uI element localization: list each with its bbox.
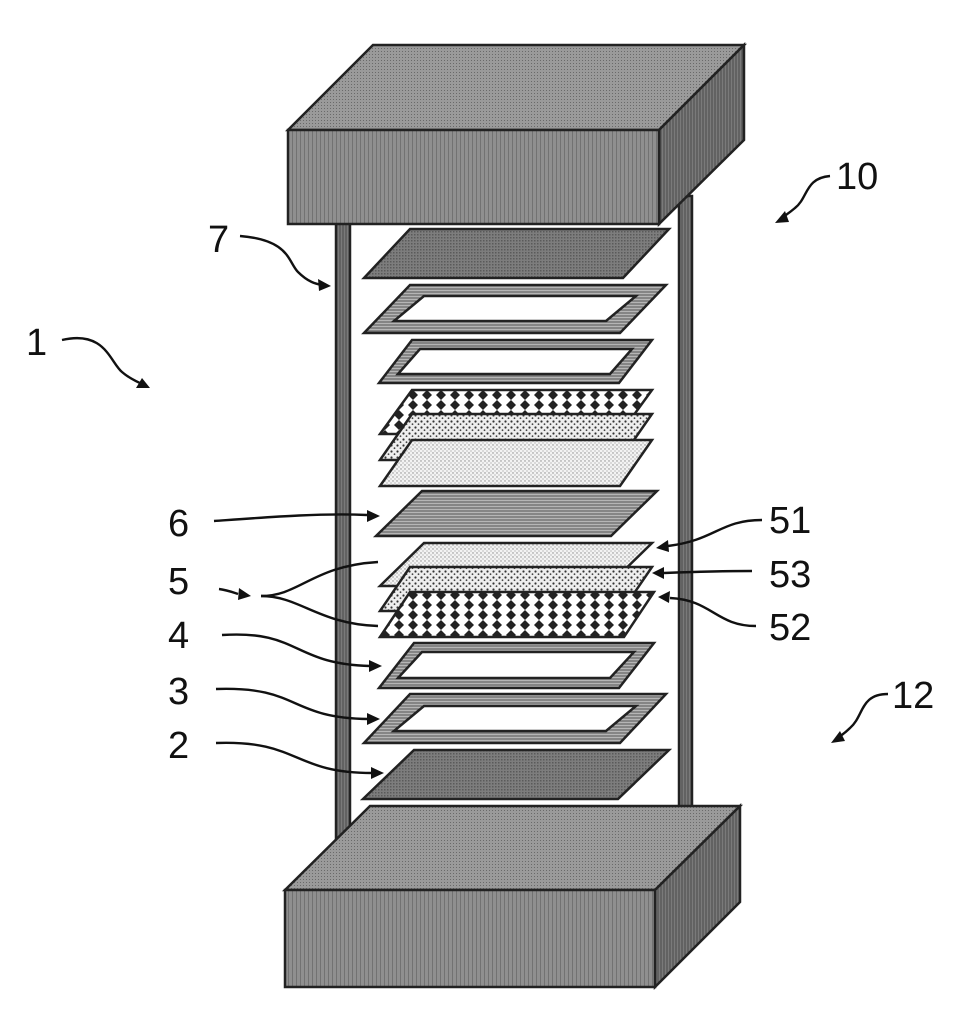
label-6: 6 <box>168 503 189 545</box>
label-3: 3 <box>168 671 189 713</box>
tie-rod-left <box>336 222 350 862</box>
label-52: 52 <box>769 607 811 649</box>
label-4: 4 <box>168 615 189 657</box>
label-5: 5 <box>168 561 189 603</box>
label-51: 51 <box>769 500 811 542</box>
membrane-6 <box>376 491 657 536</box>
lower-end-block <box>285 806 740 987</box>
upper-plate <box>364 229 669 278</box>
label-10: 10 <box>836 156 878 198</box>
mea-layer-52 <box>380 592 654 637</box>
lower-frame-4 <box>379 643 654 688</box>
upper-frame <box>379 340 652 383</box>
lower-gasket-3 <box>364 694 666 743</box>
bottom-plate-2 <box>363 750 669 799</box>
label-2: 2 <box>168 725 189 767</box>
upper-mea-fine <box>380 440 652 486</box>
tie-rod-right <box>679 196 692 828</box>
label-12: 12 <box>892 675 934 717</box>
label-1: 1 <box>26 322 47 364</box>
label-53: 53 <box>769 554 811 596</box>
label-7: 7 <box>208 219 229 261</box>
upper-gasket <box>364 285 666 333</box>
upper-end-block <box>288 45 744 224</box>
